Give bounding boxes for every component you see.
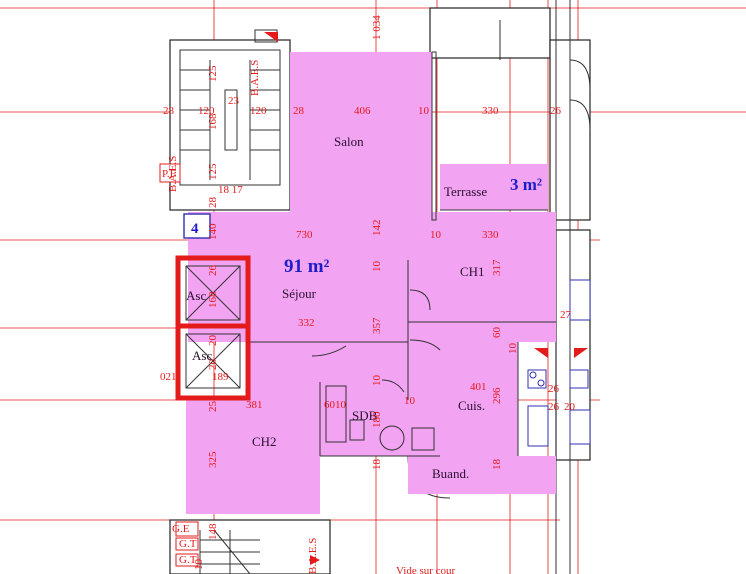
dim-label: 23 [228, 95, 240, 107]
dim-label: 120 [250, 105, 267, 117]
dim-label: 125 [207, 65, 219, 82]
room-sdb [320, 382, 408, 456]
dim-label: 25 [207, 401, 219, 413]
dim-label: 26 [548, 383, 560, 395]
room-label-terrasse: Terrasse [444, 184, 487, 199]
dim-label: 10 [193, 559, 205, 571]
room-label-salon: Salon [334, 134, 364, 149]
dim-label: 20 [564, 401, 576, 413]
dim-label: 021 [160, 371, 177, 383]
dim-label: 26 [548, 401, 560, 413]
room-label-ch2: CH2 [252, 434, 277, 449]
dim-label: 168 [207, 291, 219, 308]
dim-label: 20 [207, 359, 219, 371]
dim-label: 125 [207, 163, 219, 180]
dim-label: 10 [371, 261, 383, 273]
dim-label: 332 [298, 317, 315, 329]
dim-label: 1 034 [371, 15, 383, 40]
room-terrasse [440, 164, 548, 210]
dim-label: 189 [212, 371, 229, 383]
area-terrasse: 3 m² [510, 175, 542, 194]
dim-label: 401 [470, 381, 487, 393]
dim-label: 10 [418, 105, 430, 117]
dim-label: 26 [550, 105, 562, 117]
dim-label: 60 [491, 327, 503, 339]
dim-label: 296 [491, 387, 503, 404]
gt-label-1: G.T [179, 538, 197, 550]
stairs-top [179, 29, 281, 186]
dim-label: 330 [482, 105, 499, 117]
dim-label: 28 [207, 197, 219, 209]
gt-label-2: G.T [179, 554, 197, 566]
dim-label: 730 [296, 229, 313, 241]
elevators: Asc Asc [175, 255, 251, 401]
dim-label: 168 [207, 113, 219, 130]
apartment [186, 51, 556, 514]
asc-label-2: Asc [192, 348, 212, 363]
dim-label: 330 [482, 229, 499, 241]
dim-label: 406 [354, 105, 371, 117]
pf-label: P.F [162, 168, 176, 180]
room-buand [408, 456, 556, 494]
dim-label: 140 [207, 223, 219, 240]
dim-label: 120 [198, 105, 215, 117]
dim-label: 18 17 [218, 184, 243, 196]
dim-label: 10 [404, 395, 416, 407]
dim-label: 317 [491, 259, 503, 276]
room-cuis [408, 342, 518, 456]
dim-label: 10 [371, 375, 383, 387]
vide-sur-cour: Vide sur cour [396, 565, 456, 574]
baes-top: B.A.E.S [249, 60, 261, 96]
room-ch2 [186, 398, 320, 514]
apartment-number: 4 [191, 221, 199, 237]
room-label-sdb: SDB [352, 408, 378, 423]
room-label-ch1: CH1 [460, 264, 485, 279]
dim-label: 6010 [324, 399, 347, 411]
dim-label: 142 [371, 220, 383, 237]
dim-label: 27 [560, 309, 572, 321]
asc-label-1: Asc [186, 288, 206, 303]
kitchen-equipment [527, 279, 591, 447]
dim-label: 10 [430, 229, 442, 241]
stairs-bottom [199, 529, 260, 574]
baes-bottom: B.A.E.S [307, 538, 319, 574]
area-main: 91 m² [284, 256, 330, 277]
dim-label: 18 [371, 459, 383, 471]
room-label-buand: Buand. [432, 466, 469, 481]
dim-label: 180 [371, 411, 383, 428]
room-label-sejour: Séjour [282, 286, 317, 301]
dim-label: 18 [491, 459, 503, 471]
baes-left: B.A.E.S [167, 156, 179, 192]
dim-label: 325 [207, 451, 219, 468]
room-salon [290, 52, 432, 220]
dim-label: 10 [507, 343, 519, 355]
dim-label: 357 [371, 317, 383, 334]
dim-label: 20 [207, 335, 219, 347]
markers [159, 32, 588, 567]
dim-label: 28 [293, 105, 305, 117]
room-label-cuis: Cuis. [458, 398, 485, 413]
dim-label: 28 [163, 105, 175, 117]
dim-label: 26 [207, 265, 219, 277]
dim-label: 381 [246, 399, 263, 411]
room-ch1 [408, 212, 556, 342]
ge-label: G.E [172, 523, 190, 535]
dim-label: 148 [207, 523, 219, 540]
